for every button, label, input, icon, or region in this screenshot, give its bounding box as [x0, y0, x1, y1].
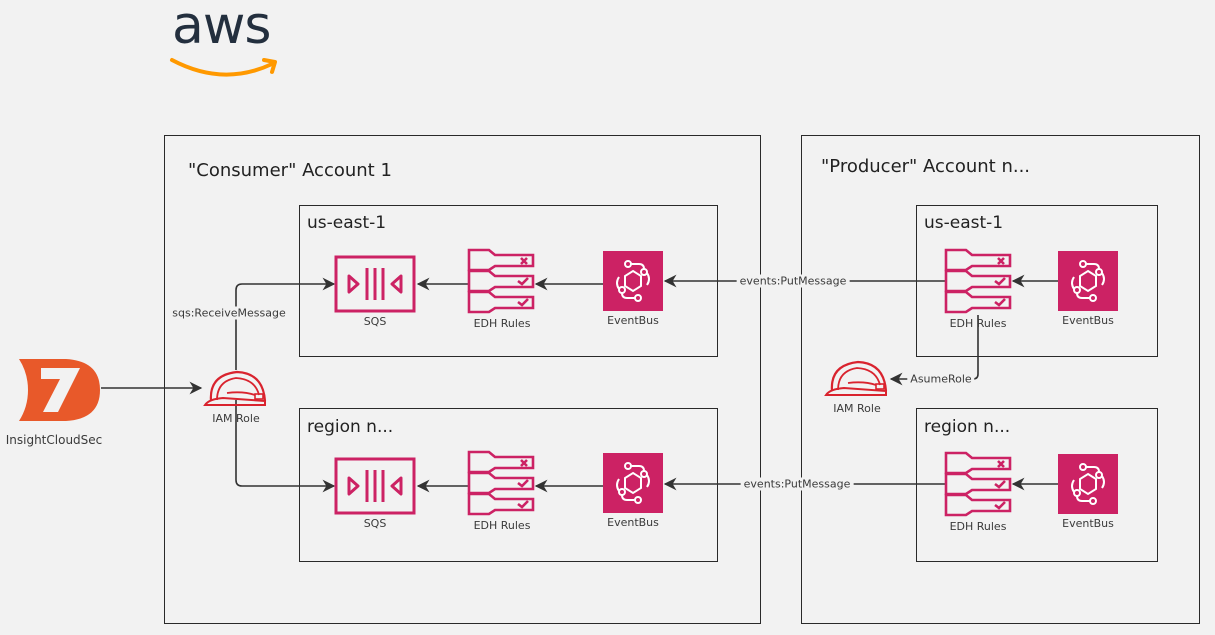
edge-iam-to-sqs-2 [235, 400, 336, 493]
consumer-region-1-eventbus-icon [603, 251, 663, 315]
rapid7-logo-icon [19, 359, 100, 421]
producer-region-2-eventbus-label: EventBus [1062, 517, 1114, 530]
insightcloudsec-label: InsightCloudSec [5, 433, 103, 447]
consumer-account-title: "Consumer" Account 1 [188, 160, 392, 181]
producer-region-2-box [916, 408, 1158, 562]
consumer-region-2-eventbus-icon [603, 453, 663, 517]
consumer-region-2-sqs-label: SQS [363, 517, 387, 530]
consumer-region-1-edh-rules-label: EDH Rules [473, 317, 531, 330]
edge-label-receive-message: sqs:ReceiveMessage [169, 306, 289, 320]
consumer-region-2-eventbus-label: EventBus [607, 516, 659, 529]
consumer-iam-role-label: IAM Role [212, 412, 260, 425]
producer-region-2-edh-rules-icon [944, 451, 1012, 523]
consumer-region-2-box [299, 408, 718, 562]
producer-account-box [801, 135, 1200, 624]
producer-region-2-edh-rules-label: EDH Rules [949, 520, 1007, 533]
consumer-region-2-sqs-icon [334, 457, 416, 519]
producer-region-1-title: us-east-1 [924, 213, 1004, 233]
producer-region-1-edh-rules-label: EDH Rules [949, 317, 1007, 330]
aws-smile-icon [170, 58, 277, 77]
producer-iam-role-hard-hat-icon [824, 360, 888, 396]
producer-account-title: "Producer" Account n... [821, 156, 1031, 177]
producer-iam-role-label: IAM Role [833, 402, 881, 415]
edge-label-put-message-2: events:PutMessage [740, 477, 854, 491]
edge-iam-to-sqs-1 [235, 277, 336, 370]
producer-region-1-eventbus-icon [1058, 251, 1118, 315]
consumer-account-box [164, 135, 761, 624]
consumer-region-2-edh-rules-label: EDH Rules [473, 519, 531, 532]
consumer-region-1-eventbus-label: EventBus [607, 314, 659, 327]
consumer-region-1-sqs-label: SQS [363, 315, 387, 328]
consumer-region-1-sqs-icon [334, 255, 416, 317]
consumer-region-1-edh-rules-icon [467, 248, 535, 320]
consumer-region-2-edh-rules-icon [467, 450, 535, 522]
edge-label-put-message-1: events:PutMessage [736, 274, 850, 288]
producer-region-1-edh-rules-icon [944, 248, 1012, 320]
producer-region-2-title: region n... [924, 417, 1011, 437]
aws-logo-text: aws [172, 0, 271, 56]
edge-label-assume-role: AsumeRole [907, 372, 975, 386]
consumer-iam-role-hard-hat-icon [203, 370, 267, 406]
consumer-region-1-title: us-east-1 [307, 213, 387, 233]
aws-logo: aws [168, 0, 283, 82]
producer-region-2-eventbus-icon [1058, 454, 1118, 518]
consumer-region-2-title: region n... [307, 417, 394, 437]
producer-region-1-eventbus-label: EventBus [1062, 314, 1114, 327]
